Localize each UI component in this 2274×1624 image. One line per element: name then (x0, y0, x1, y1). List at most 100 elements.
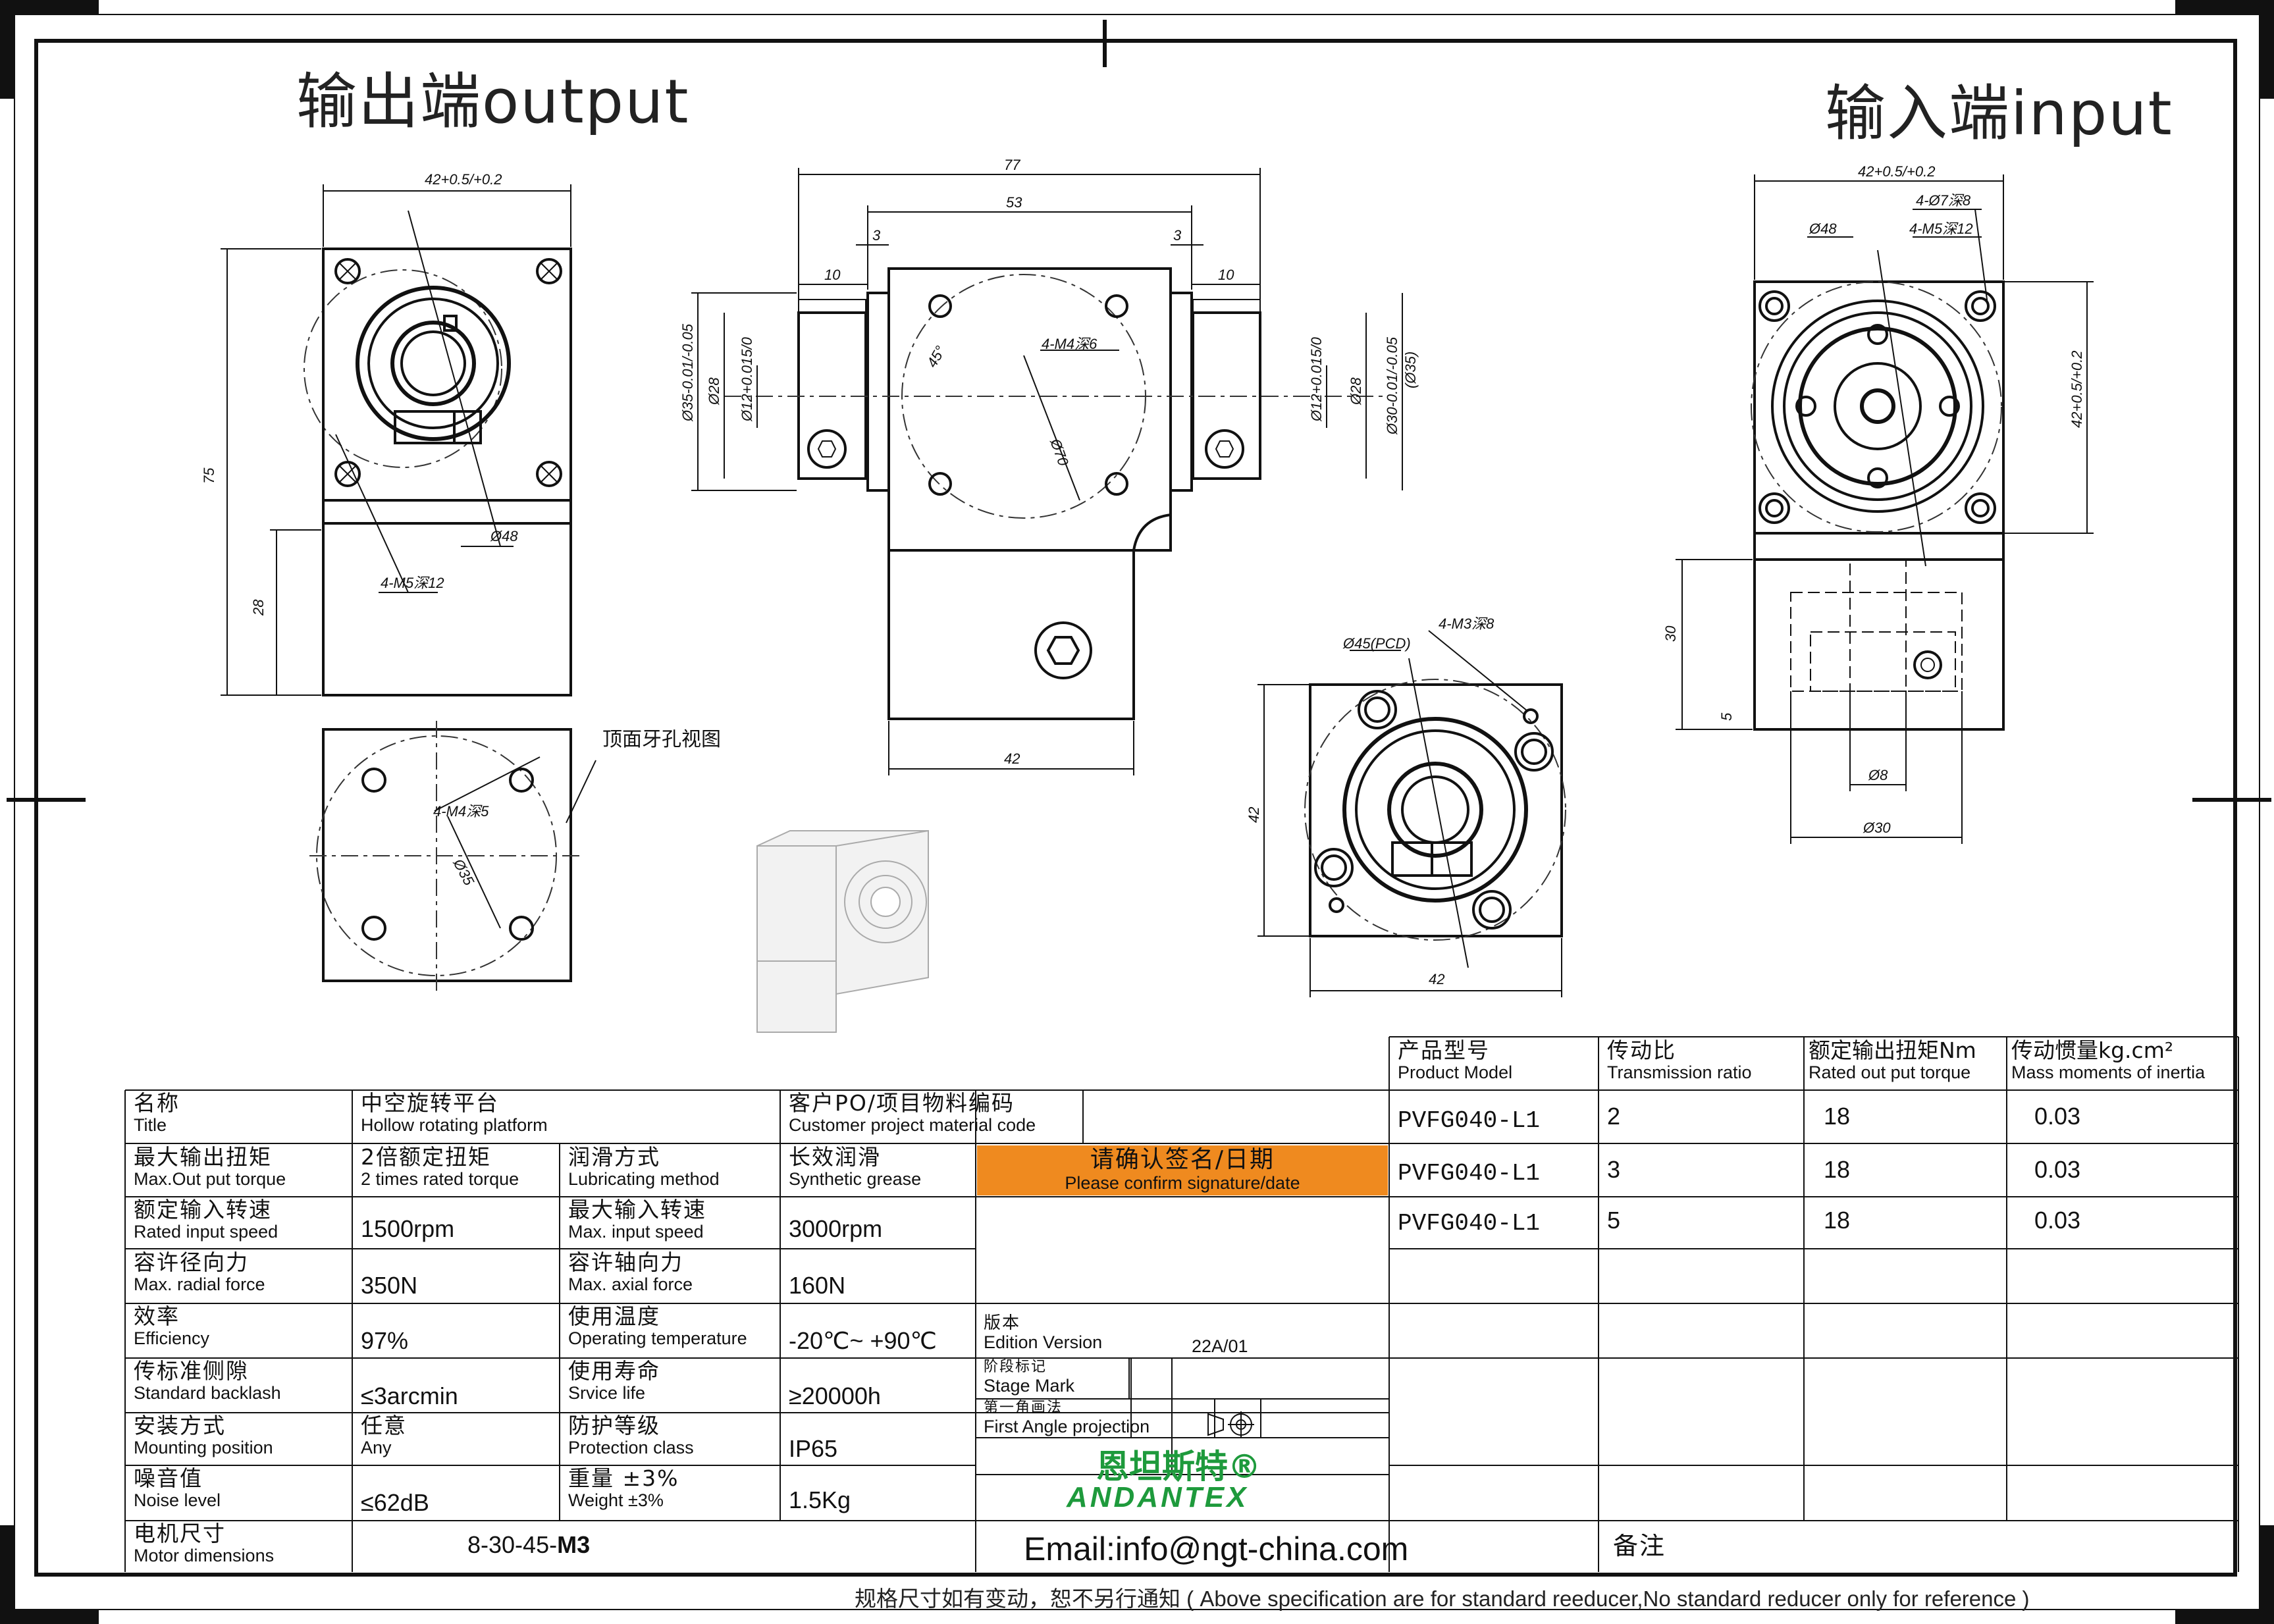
dim-53: 53 (1006, 194, 1022, 211)
outer-frame (14, 14, 2260, 1610)
dim-42-input-side: 42+0.5/+0.2 (2069, 351, 2085, 428)
dim-42-rear-side: 42 (1246, 807, 1262, 823)
confirm-signature-cn: 请确认签名/日期 (1090, 1146, 1275, 1173)
output-view (221, 184, 572, 696)
dim-42-front-bottom: 42 (1004, 750, 1020, 767)
row2-ratio: 3 (1607, 1156, 1621, 1183)
row1-model: PVFG040-L1 (1398, 1107, 1541, 1134)
dim-30-bottom: Ø30 (1863, 820, 1891, 836)
dim-5: 5 (1718, 712, 1735, 721)
top-view-label: 顶面牙孔视图 (602, 729, 721, 750)
dim-m5-output: 4-M5深12 (381, 575, 444, 591)
dim-35-paren: (Ø35) (1402, 352, 1419, 388)
dim-12-right: Ø12+0.015/0 (1308, 336, 1325, 422)
remark-field[interactable] (1601, 1522, 2237, 1571)
dim-10-right: 10 (1218, 267, 1234, 283)
radial-force-value: 350N (361, 1272, 418, 1299)
dim-3-left: 3 (872, 227, 881, 244)
dim-28-right: Ø28 (1348, 377, 1364, 406)
motor-code-suffix: M3 (557, 1531, 591, 1558)
axial-force-value: 160N (789, 1272, 846, 1299)
row3-torque: 18 (1824, 1207, 1851, 1234)
dim-7-holes: 4-Ø7深8 (1916, 192, 1971, 209)
company-logo-cn: 恩坦斯特® (1096, 1448, 1261, 1486)
row2-inertia: 0.03 (2034, 1156, 2081, 1183)
dim-30-shaft: Ø30-0.01/-0.05 (1384, 336, 1400, 435)
max-speed-value: 3000rpm (789, 1215, 883, 1242)
rear-view-dim-text: Ø45(PCD) 4-M3深8 42 42 (1246, 616, 1494, 987)
remark-label: 备注 (1613, 1534, 1666, 1558)
footer-disclaimer: 规格尺寸如有变动，恕不另行通知 ( Above specification ar… (855, 1586, 2030, 1611)
row3-model: PVFG040-L1 (1398, 1210, 1541, 1237)
dim-m4-front: 4-M4深6 (1042, 336, 1097, 352)
backlash-value: ≤3arcmin (361, 1382, 458, 1409)
protection-value: IP65 (789, 1435, 838, 1462)
dim-10-left: 10 (824, 267, 841, 283)
dim-42-rear-bottom: 42 (1429, 971, 1444, 987)
rated-speed-value: 1500rpm (361, 1215, 455, 1242)
dim-35-shaft: Ø35-0.01/-0.05 (679, 323, 696, 422)
dim-m4-top: 4-M4深5 (433, 803, 489, 820)
dim-70: Ø70 (1047, 436, 1072, 468)
confirm-signature-en: Please confirm signature/date (1065, 1173, 1300, 1193)
motor-code-prefix: 8-30-45- (467, 1531, 558, 1558)
customer-code-field[interactable] (1085, 1093, 1385, 1140)
edition-value: 22A/01 (1192, 1336, 1248, 1356)
dim-42-input-top: 42+0.5/+0.2 (1858, 163, 1935, 180)
row3-inertia: 0.03 (2034, 1207, 2081, 1234)
row1-torque: 18 (1824, 1103, 1851, 1130)
dim-48-input: Ø48 (1809, 221, 1837, 237)
efficiency-value: 97% (361, 1327, 409, 1354)
temperature-value: -20℃~ +90℃ (789, 1327, 937, 1354)
drawing-border (34, 39, 2237, 1577)
dim-77: 77 (1004, 157, 1020, 173)
dim-m3: 4-M3深8 (1439, 616, 1494, 632)
noise-value: ≤62dB (361, 1489, 429, 1516)
service-life-value: ≥20000h (789, 1382, 881, 1409)
dim-28-front: Ø28 (706, 377, 722, 406)
first-angle-symbol-icon (1207, 1411, 1254, 1438)
input-view (1676, 174, 2094, 844)
front-view (691, 168, 1403, 775)
dim-75: 75 (201, 467, 217, 484)
confirm-signature-box[interactable]: 请确认签名/日期 Please confirm signature/date (977, 1145, 1388, 1195)
row2-torque: 18 (1824, 1156, 1851, 1183)
top-face-view (309, 721, 596, 991)
company-logo-en: ANDANTEX (1067, 1481, 1249, 1513)
row1-ratio: 2 (1607, 1103, 1621, 1130)
spec-table-grid (124, 1036, 2239, 1572)
dim-12-left: Ø12+0.015/0 (739, 336, 755, 422)
contact-email[interactable]: Email:info@ngt-china.com (1024, 1531, 1409, 1567)
weight-label: 重量 ±3%Weight ±3% (568, 1467, 679, 1510)
output-view-dim-text: 42+0.5/+0.2 75 28 Ø48 4-M5深12 (201, 171, 518, 616)
dim-m5-input: 4-M5深12 (1909, 221, 1973, 237)
motor-dimensions-value: 8-30-45-M3 (461, 1531, 856, 1559)
row3-ratio: 5 (1607, 1207, 1621, 1234)
dim-3-right: 3 (1173, 227, 1182, 244)
